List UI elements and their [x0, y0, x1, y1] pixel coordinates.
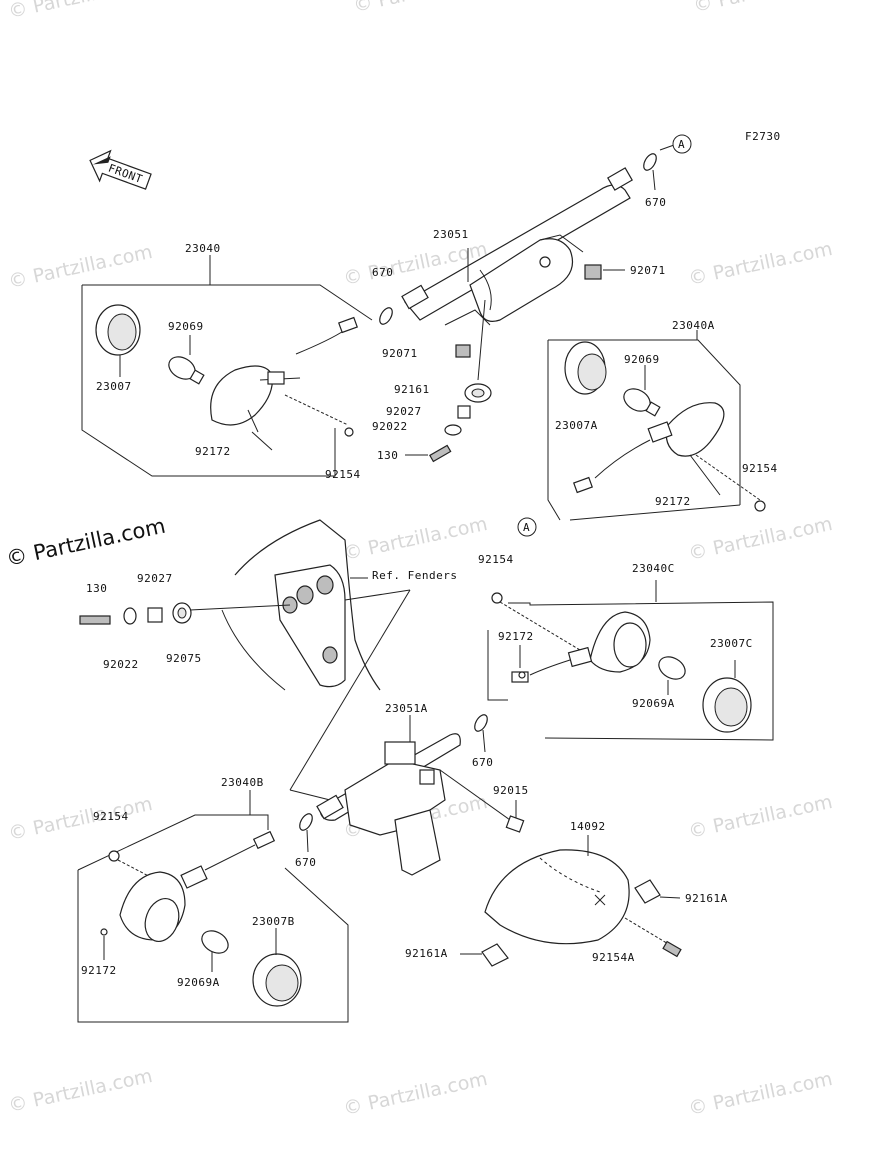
o-ring-670 [379, 307, 393, 325]
label-23007B: 23007B [252, 915, 295, 928]
ref-fenders-label: Ref. Fenders [372, 569, 457, 582]
label-670: 670 [372, 266, 393, 279]
label-92075: 92075 [166, 652, 202, 665]
label-92154A: 92154A [592, 951, 635, 964]
label-92161A: 92161A [685, 892, 728, 905]
label-92154: 92154 [478, 553, 514, 566]
o-ring-670 [299, 813, 313, 831]
group-outline-23040B [77, 814, 269, 871]
watermark: © Partzilla.com [691, 0, 839, 17]
diagram-code: F2730 [745, 130, 781, 143]
label-92022: 92022 [103, 658, 139, 671]
group-outline-23040A [548, 339, 741, 505]
label-23051A: 23051A [385, 702, 428, 715]
label-92027: 92027 [386, 405, 422, 418]
svg-text:A: A [523, 521, 530, 534]
label-23040: 23040 [185, 242, 221, 255]
screw-92154 [344, 427, 354, 437]
label-670: 670 [472, 756, 493, 769]
label-92172: 92172 [81, 964, 117, 977]
o-ring-670 [474, 714, 488, 732]
o-ring-670 [643, 153, 657, 171]
collar-92027 [147, 607, 163, 623]
bolt-130 [79, 615, 111, 625]
label-92015: 92015 [493, 784, 529, 797]
partzilla-watermark-dark: © Partzilla.com [4, 514, 168, 571]
clip-92015 [505, 815, 525, 833]
label-130: 130 [86, 582, 107, 595]
bulb-92069A [658, 656, 686, 680]
svg-text:A: A [678, 138, 685, 151]
part-labels: 23040 23051 670 670 92071 92069 23007 92… [81, 196, 778, 989]
connector-marker-a [672, 134, 692, 154]
label-670: 670 [295, 856, 316, 869]
connector-marker-a [517, 517, 537, 537]
label-92069: 92069 [624, 353, 660, 366]
watermark: © Partzilla.com [6, 0, 154, 23]
label-92172: 92172 [195, 445, 231, 458]
clip-92071 [455, 344, 471, 358]
label-92069A: 92069A [632, 697, 675, 710]
label-23007C: 23007C [710, 637, 753, 650]
screw-92154 [754, 500, 766, 512]
signal-shell-23040 [210, 365, 273, 426]
watermark: © Partzilla.com [6, 793, 154, 845]
label-23040C: 23040C [632, 562, 675, 575]
watermark: © Partzilla.com [341, 1068, 489, 1120]
label-92161A: 92161A [405, 947, 448, 960]
watermark: © Partzilla.com [686, 1068, 834, 1120]
clip-92071 [584, 264, 602, 280]
label-92154: 92154 [93, 810, 129, 823]
watermark: © Partzilla.com [351, 0, 499, 17]
label-92071: 92071 [630, 264, 666, 277]
watermark: © Partzilla.com [341, 513, 489, 565]
label-14092: 14092 [570, 820, 606, 833]
screw-92154 [108, 850, 120, 862]
label-23007A: 23007A [555, 419, 598, 432]
label-92069: 92069 [168, 320, 204, 333]
screw-92172 [100, 928, 108, 936]
bolt-130 [429, 444, 452, 463]
watermark: © Partzilla.com [686, 791, 834, 843]
license-plate-mount [394, 809, 441, 876]
label-23007: 23007 [96, 380, 132, 393]
label-92154: 92154 [325, 468, 361, 481]
group-outline-23040 [82, 284, 373, 321]
signal-shell-23040A [665, 402, 725, 457]
group-outline-23040C [508, 601, 774, 741]
screw-92154 [491, 592, 503, 604]
watermark: © Partzilla.com [686, 513, 834, 565]
cover-14092 [484, 849, 630, 945]
front-arrow-icon: FRONT [89, 149, 152, 190]
label-92154: 92154 [742, 462, 778, 475]
screw-92154A [662, 940, 682, 958]
label-92022: 92022 [372, 420, 408, 433]
label-23051: 23051 [433, 228, 469, 241]
label-92069A: 92069A [177, 976, 220, 989]
grommet-92161A [481, 943, 509, 967]
label-23040A: 23040A [672, 319, 715, 332]
bulb-92069A [201, 930, 229, 954]
label-670: 670 [645, 196, 666, 209]
label-130: 130 [377, 449, 398, 462]
grommet-92161A [634, 879, 661, 904]
label-23040B: 23040B [221, 776, 264, 789]
label-92172: 92172 [655, 495, 691, 508]
screw-92172 [518, 671, 526, 679]
label-92071: 92071 [382, 347, 418, 360]
label-92027: 92027 [137, 572, 173, 585]
watermark: © Partzilla.com [6, 1065, 154, 1117]
label-92172: 92172 [498, 630, 534, 643]
label-92161: 92161 [394, 383, 430, 396]
washer-92022 [444, 424, 462, 436]
collar-92027 [457, 405, 471, 419]
washer-92022 [123, 607, 137, 625]
fender-plate [274, 564, 346, 688]
watermark: © Partzilla.com [686, 238, 834, 290]
